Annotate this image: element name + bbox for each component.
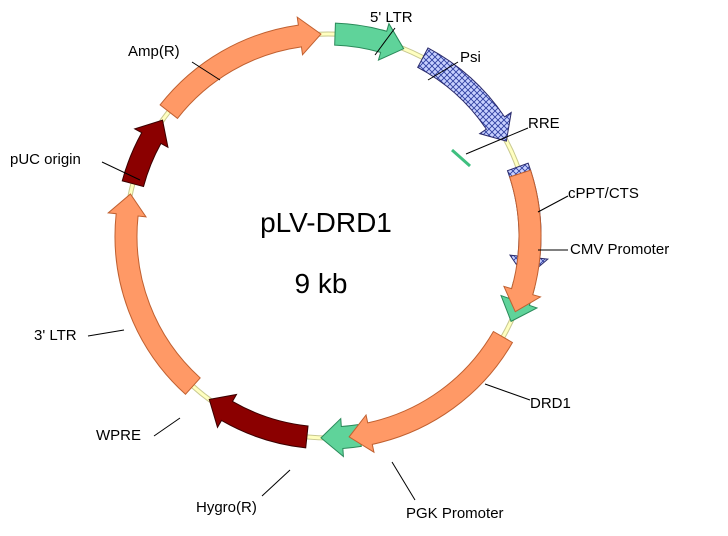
plasmid-size: 9 kb bbox=[295, 268, 348, 299]
label-5-ltr: 5' LTR bbox=[370, 9, 413, 26]
leader-rre bbox=[465, 127, 529, 155]
leader-5-ltr bbox=[374, 27, 396, 56]
feature-3-ltr-shape bbox=[416, 47, 512, 142]
leader-lines bbox=[87, 27, 569, 501]
feature-amp-shape bbox=[348, 330, 514, 454]
feature-hygro-shape bbox=[159, 16, 322, 120]
leader-cppt bbox=[537, 195, 569, 213]
feature-drd1-shape bbox=[106, 193, 201, 395]
leader-amp bbox=[191, 61, 221, 81]
leader-hygro bbox=[261, 469, 291, 497]
feature-cmv-promoter-shape bbox=[208, 393, 309, 449]
feature-shapes bbox=[106, 16, 550, 458]
label-amp: Amp(R) bbox=[128, 43, 180, 60]
label-hygro: Hygro(R) bbox=[196, 499, 257, 516]
label-puc-origin: pUC origin bbox=[10, 151, 81, 168]
feature-rre-shape bbox=[451, 148, 471, 168]
leader-drd1 bbox=[484, 383, 531, 401]
feature-wpre-shape bbox=[334, 22, 405, 61]
feature-puc-origin-shape bbox=[503, 169, 542, 313]
leader-puc-origin bbox=[101, 161, 141, 181]
leader-3-ltr bbox=[87, 329, 125, 337]
feature-labels: 5' LTR Psi RRE cPPT/CTS CMV Promoter DRD… bbox=[10, 9, 669, 522]
label-drd1: DRD1 bbox=[530, 395, 571, 412]
label-cmv-promoter: CMV Promoter bbox=[570, 241, 669, 258]
label-pgk-promoter: PGK Promoter bbox=[406, 505, 504, 522]
leader-psi bbox=[427, 61, 459, 81]
label-psi: Psi bbox=[460, 49, 481, 66]
label-wpre: WPRE bbox=[96, 427, 141, 444]
feature-cppt-shape bbox=[320, 417, 362, 458]
leader-wpre bbox=[153, 417, 181, 437]
label-rre: RRE bbox=[528, 115, 560, 132]
feature-pgk-promoter-shape bbox=[121, 119, 169, 188]
leader-pgk-promoter bbox=[391, 461, 416, 501]
plasmid-name: pLV-DRD1 bbox=[260, 207, 392, 238]
label-3-ltr: 3' LTR bbox=[34, 327, 77, 344]
label-cppt: cPPT/CTS bbox=[568, 185, 639, 202]
